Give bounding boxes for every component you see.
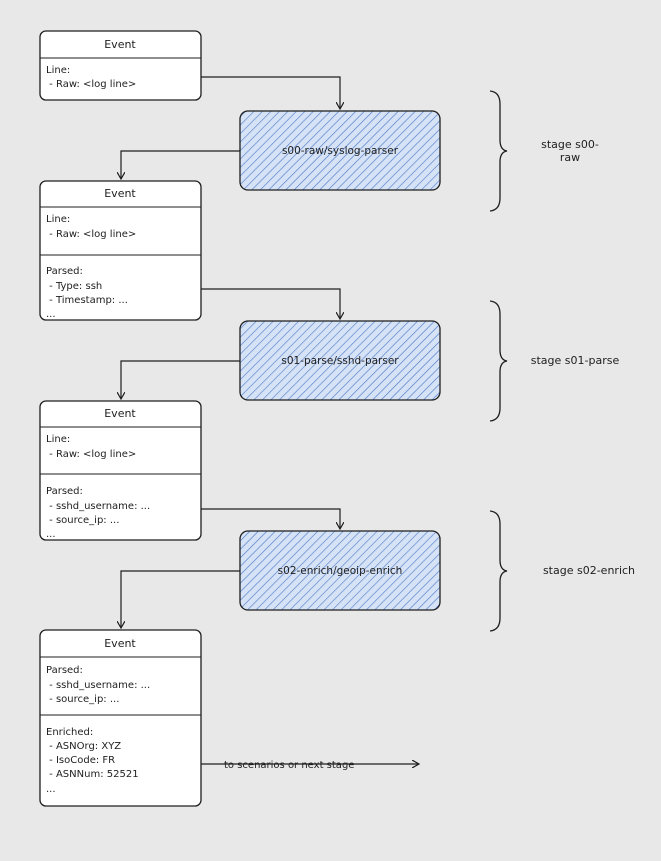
event-box-1: Event Line: - Raw: <log line> [39, 30, 202, 101]
event-line: Line: [46, 434, 70, 445]
parser-label: s01-parse/sshd-parser [281, 355, 399, 367]
event-line: - sshd_username: ... [46, 680, 150, 691]
event-line: Parsed: [46, 665, 83, 676]
event-title: Event [104, 187, 136, 200]
event-line: Enriched: [46, 727, 93, 738]
event-line: - sshd_username: ... [46, 501, 150, 512]
stage-label-s02: stage s02-enrich [543, 564, 635, 577]
event-line: - Type: ssh [46, 281, 102, 292]
stage-brace-s00 [489, 90, 508, 212]
event-line: Parsed: [46, 486, 83, 497]
event-line: ... [46, 309, 56, 320]
event-line: Line: [46, 214, 70, 225]
arrow-event1-to-parser-s00 [201, 76, 340, 108]
event-box-4: Event Parsed: - sshd_username: ... - sou… [39, 629, 202, 807]
event-line: ... [46, 784, 56, 795]
event-line: - source_ip: ... [46, 694, 119, 705]
event-line: - Raw: <log line> [46, 449, 136, 460]
parser-box-s01: s01-parse/sshd-parser [239, 320, 441, 401]
event-line: - IsoCode: FR [46, 755, 115, 766]
event-line: Line: [46, 65, 70, 76]
event-line: - ASNOrg: XYZ [46, 741, 121, 752]
event-box-2: Event Line: - Raw: <log line> Parsed: - … [39, 180, 202, 321]
event-line: Parsed: [46, 266, 83, 277]
parser-box-s02: s02-enrich/geoip-enrich [239, 530, 441, 611]
parser-label: s02-enrich/geoip-enrich [278, 565, 403, 577]
event-line: - Timestamp: ... [46, 295, 128, 306]
event-line: - ASNNum: 52521 [46, 769, 139, 780]
arrow-parser-s01-to-event3 [121, 360, 240, 398]
event-line: - Raw: <log line> [46, 79, 136, 90]
arrow-parser-s02-to-event4 [121, 570, 240, 627]
stage-brace-s02 [489, 510, 508, 632]
arrow-event3-to-parser-s02 [201, 508, 340, 528]
event-title: Event [104, 637, 136, 650]
stage-label-s00: stage s00- [541, 138, 599, 151]
event-line: ... [46, 529, 56, 540]
parser-box-s00: s00-raw/syslog-parser [239, 110, 441, 191]
event-box-3: Event Line: - Raw: <log line> Parsed: - … [39, 400, 202, 541]
output-label: to scenarios or next stage [224, 760, 354, 771]
arrow-parser-s00-to-event2 [121, 150, 240, 178]
stage-label-s00: raw [560, 151, 580, 164]
event-line: - Raw: <log line> [46, 229, 136, 240]
stage-label-s01: stage s01-parse [531, 354, 620, 367]
arrow-event2-to-parser-s01 [201, 288, 340, 318]
stage-brace-s01 [489, 300, 508, 422]
event-title: Event [104, 38, 136, 51]
event-title: Event [104, 407, 136, 420]
parser-label: s00-raw/syslog-parser [282, 145, 399, 157]
event-line: - source_ip: ... [46, 515, 119, 526]
